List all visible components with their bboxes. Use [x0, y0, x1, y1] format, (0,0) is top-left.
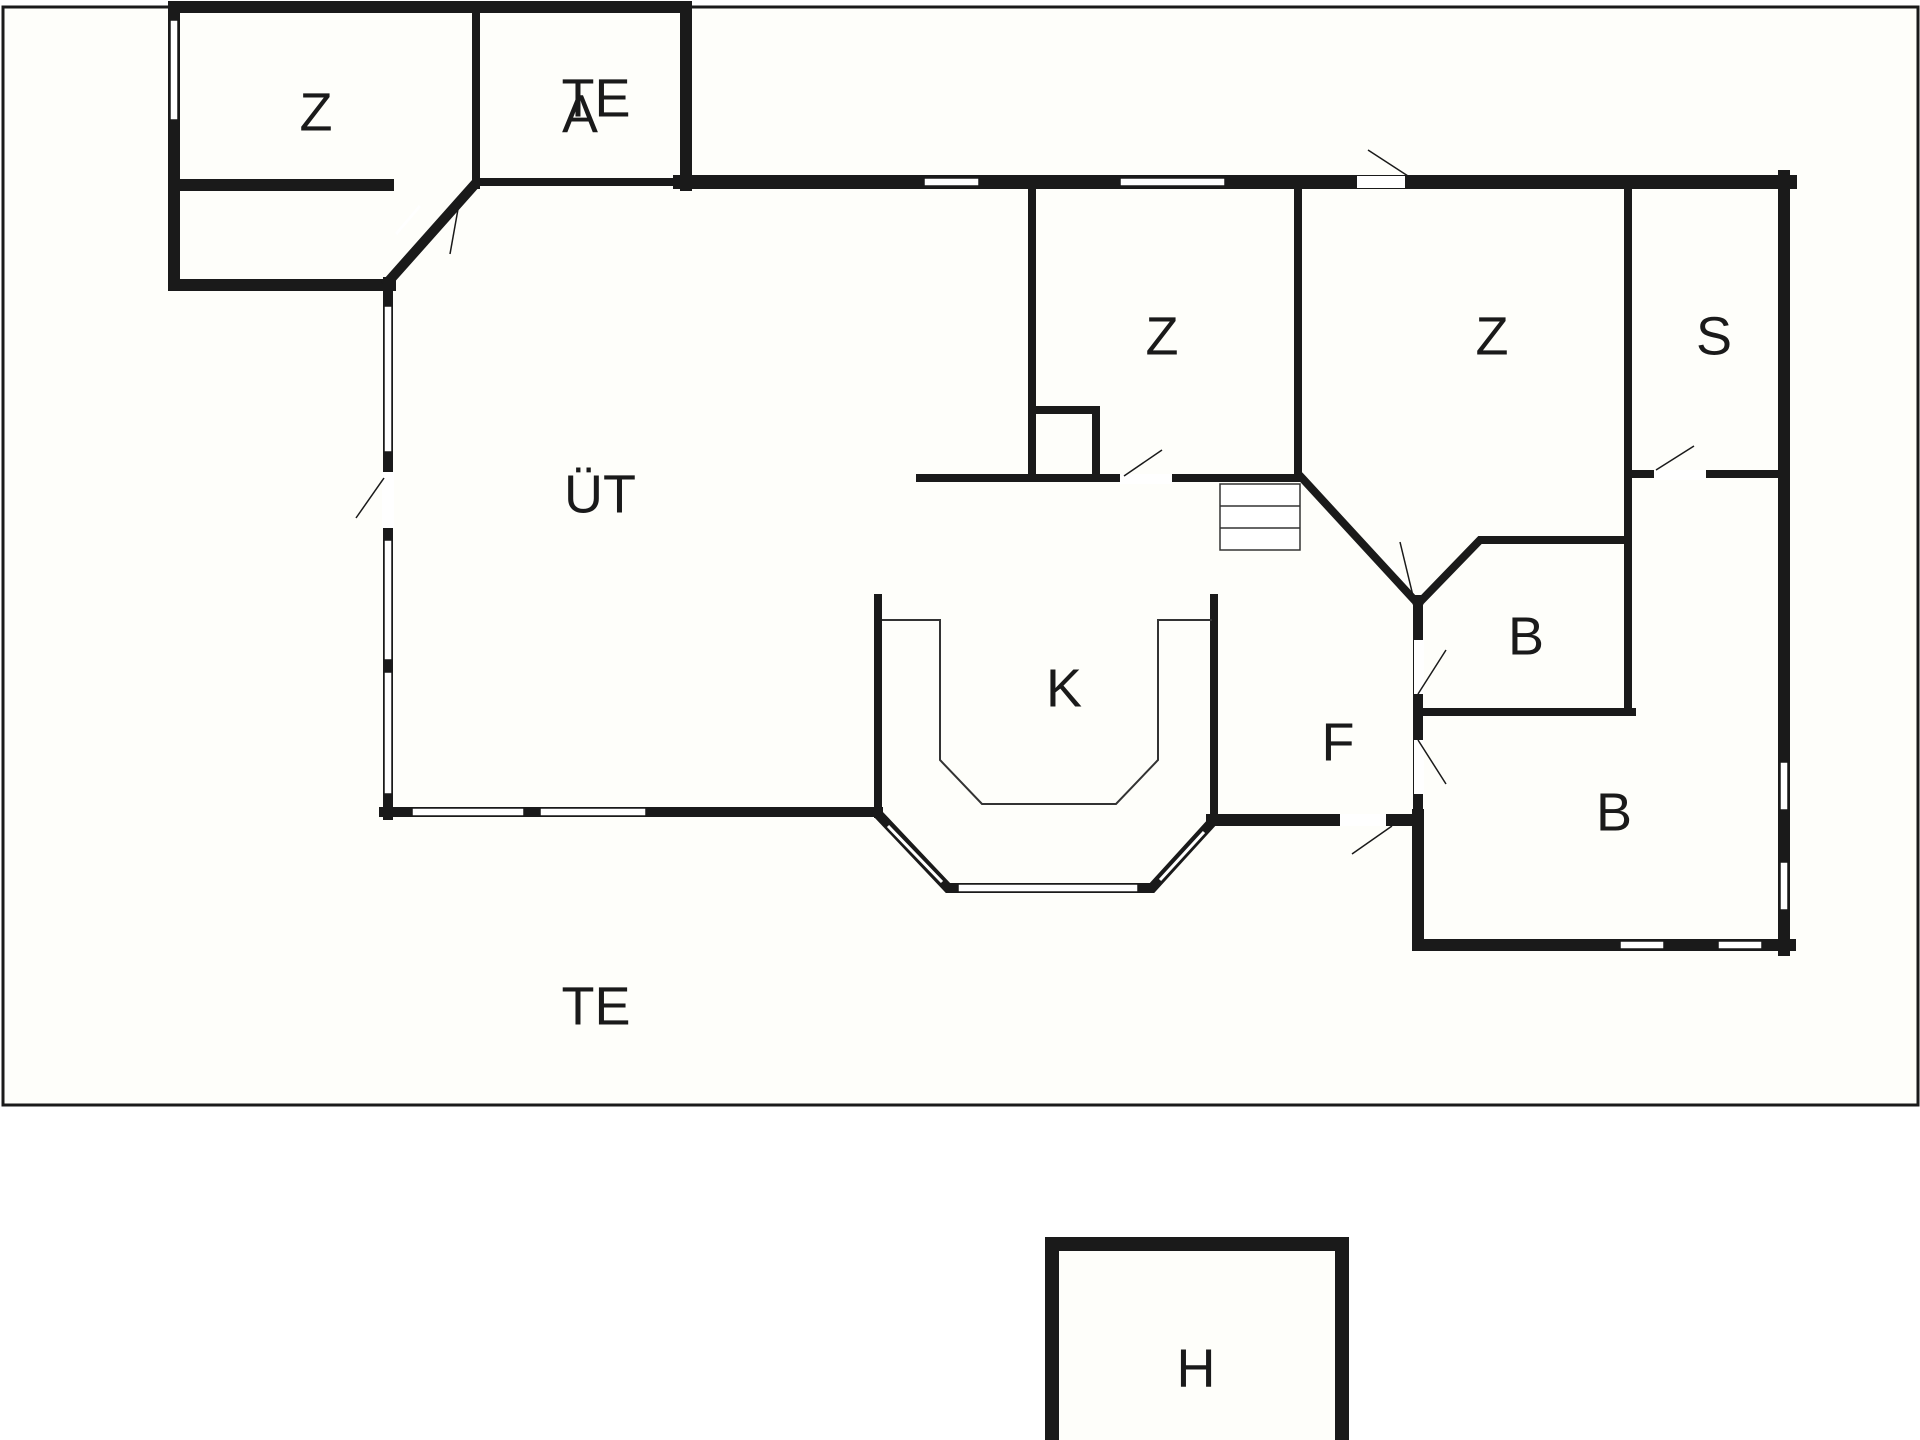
label-kitchen: K [1046, 658, 1082, 718]
window-left-3 [383, 671, 393, 795]
door-top [1357, 176, 1405, 188]
window-left-2 [383, 539, 393, 661]
openings [169, 19, 1789, 950]
wall-annex-left-lower [168, 179, 396, 291]
label-bedroom-topleft: Z [300, 82, 333, 142]
label-bedroom-right: Z [1476, 306, 1509, 366]
label-storage: S [1696, 306, 1732, 366]
wall-bath-bottom [1412, 809, 1796, 951]
label-living: ÜT [564, 464, 636, 524]
wall-closet [1032, 406, 1100, 480]
window-annex-left [169, 19, 179, 121]
label-hall: F [1322, 712, 1355, 772]
label-outbuilding: H [1177, 1338, 1216, 1398]
window-top-2 [1119, 177, 1226, 187]
stairs [1219, 483, 1301, 551]
window-bath-2 [1717, 940, 1763, 950]
window-left-1 [383, 305, 393, 453]
door-left [382, 472, 394, 528]
label-bath-lower: B [1596, 782, 1632, 842]
label-terrace-top: TE [561, 68, 630, 128]
wall-bedright-bottom [1412, 536, 1632, 610]
window-right-2 [1779, 861, 1789, 911]
door-storage [1654, 470, 1706, 480]
window-bottom-1 [411, 807, 525, 817]
window-right-1 [1779, 761, 1789, 811]
door-bedmid [1120, 474, 1172, 484]
wall-annex-diagonal [380, 175, 484, 290]
window-bath-1 [1619, 940, 1665, 950]
door-swings [355, 149, 1695, 855]
door-bath-upper [1414, 640, 1424, 694]
label-bedroom-mid: Z [1146, 306, 1179, 366]
bay-windows [394, 205, 1410, 884]
window-bay-bottom [957, 883, 1139, 893]
kitchen-counter [882, 619, 1212, 805]
wall-bedright-diag [1296, 472, 1424, 610]
window-top-1 [923, 177, 980, 187]
door-bath-lower [1414, 740, 1424, 794]
label-annex-a: A [562, 84, 598, 144]
label-terrace-front: TE [561, 976, 630, 1036]
outbuilding [1045, 1237, 1349, 1440]
label-bath-upper: B [1508, 606, 1544, 666]
door-hall-bottom [1340, 814, 1386, 826]
window-bottom-2 [539, 807, 647, 817]
